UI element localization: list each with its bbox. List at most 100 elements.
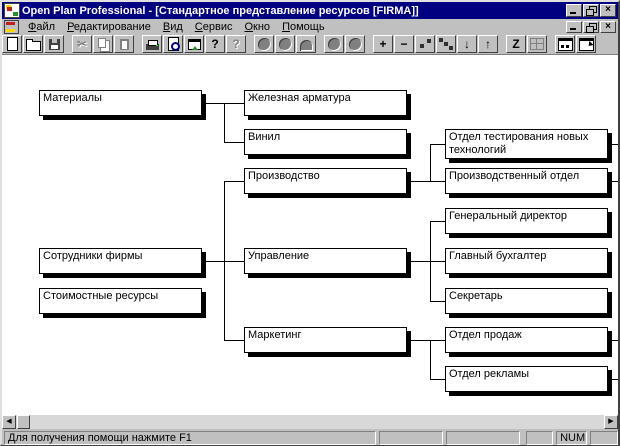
menu-help[interactable]: Помощь bbox=[282, 20, 325, 33]
circle-node-icon bbox=[257, 37, 271, 51]
tile-window-button[interactable] bbox=[555, 35, 575, 53]
move-down-button[interactable]: ↓ bbox=[457, 35, 477, 53]
copy-button bbox=[93, 35, 113, 53]
close-button[interactable]: × bbox=[600, 4, 616, 17]
status-panel bbox=[526, 431, 554, 445]
node-marketing[interactable]: Маркетинг bbox=[244, 327, 407, 353]
node-vinyl[interactable]: Винил bbox=[244, 129, 407, 155]
minimize-button[interactable] bbox=[566, 4, 582, 17]
node-general-director[interactable]: Генеральный директор bbox=[445, 208, 608, 234]
open-button[interactable] bbox=[23, 35, 43, 53]
connector-line bbox=[430, 144, 445, 145]
circle-node-button bbox=[254, 35, 274, 53]
link-button[interactable] bbox=[415, 35, 435, 53]
status-message: Для получения помощи нажмите F1 bbox=[4, 431, 377, 445]
cut-icon: ✂ bbox=[76, 37, 88, 51]
subwindow-icon bbox=[578, 37, 594, 51]
context-help-icon: ? bbox=[232, 37, 240, 51]
scroll-left-button[interactable]: ◀ bbox=[2, 415, 16, 429]
connector-line bbox=[430, 379, 445, 380]
connector-line bbox=[224, 340, 244, 341]
expand-button[interactable]: + bbox=[373, 35, 393, 53]
transfer-button[interactable] bbox=[184, 35, 204, 53]
app-icon bbox=[4, 3, 20, 18]
circle-button-1 bbox=[324, 35, 344, 53]
circle-icon bbox=[327, 37, 341, 51]
mdi-minimize-button[interactable] bbox=[566, 20, 582, 33]
toolbar: ✂ ? ? + − ↓ ↑ Z bbox=[2, 34, 618, 55]
node-company-employees[interactable]: Сотрудники фирмы bbox=[39, 248, 202, 274]
connector-stub bbox=[608, 379, 618, 380]
connector-line bbox=[430, 340, 431, 380]
menu-tools[interactable]: Сервис bbox=[194, 20, 233, 33]
resource-diagram: Материалы Сотрудники фирмы Стоимостные р… bbox=[2, 55, 618, 415]
connector-line bbox=[430, 221, 445, 222]
paste-icon bbox=[119, 38, 129, 50]
node-management[interactable]: Управление bbox=[244, 248, 407, 274]
node-new-tech-testing-dept[interactable]: Отдел тестирования новых технологий bbox=[445, 129, 608, 159]
menu-view[interactable]: Вид bbox=[162, 20, 183, 33]
subwindow-button[interactable] bbox=[576, 35, 596, 53]
status-panel bbox=[590, 431, 618, 445]
document-icon[interactable] bbox=[4, 19, 19, 34]
scroll-right-button[interactable]: ▶ bbox=[604, 415, 618, 429]
zoom-z-icon: Z bbox=[512, 37, 520, 51]
connector-line bbox=[430, 221, 431, 302]
mdi-close-button[interactable]: × bbox=[600, 20, 616, 33]
circle-button-2 bbox=[345, 35, 365, 53]
menu-window[interactable]: Окно bbox=[244, 20, 271, 33]
zoom-z-button[interactable]: Z bbox=[506, 35, 526, 53]
grid-button bbox=[527, 35, 547, 53]
print-button[interactable] bbox=[142, 35, 162, 53]
node-production-dept[interactable]: Производственный отдел bbox=[445, 168, 608, 194]
node-chief-accountant[interactable]: Главный бухгалтер bbox=[445, 248, 608, 274]
status-panel bbox=[379, 431, 444, 445]
connector-line bbox=[407, 261, 445, 262]
circle-query-button bbox=[275, 35, 295, 53]
node-cost-resources[interactable]: Стоимостные ресурсы bbox=[39, 288, 202, 314]
menu-edit[interactable]: Редактирование bbox=[67, 20, 151, 33]
connector-line bbox=[224, 142, 244, 143]
collapse-icon: − bbox=[400, 37, 408, 51]
context-help-button: ? bbox=[226, 35, 246, 53]
status-bar: Для получения помощи нажмите F1 NUM bbox=[2, 430, 618, 445]
move-down-icon: ↓ bbox=[464, 37, 470, 51]
connector-line bbox=[224, 103, 225, 143]
horizontal-scrollbar[interactable]: ◀ ▶ bbox=[2, 415, 618, 429]
status-panel bbox=[446, 431, 521, 445]
collapse-button[interactable]: − bbox=[394, 35, 414, 53]
step-button[interactable] bbox=[436, 35, 456, 53]
new-icon bbox=[6, 37, 18, 51]
arch-node-icon bbox=[299, 39, 313, 51]
print-preview-icon bbox=[167, 37, 180, 51]
scrollbar-thumb[interactable] bbox=[17, 415, 30, 429]
node-production[interactable]: Производство bbox=[244, 168, 407, 194]
move-up-button[interactable]: ↑ bbox=[478, 35, 498, 53]
help-icon: ? bbox=[211, 37, 219, 51]
new-button[interactable] bbox=[2, 35, 22, 53]
tile-window-icon bbox=[557, 37, 573, 51]
menu-bar: Файл Редактирование Вид Сервис Окно Помо… bbox=[2, 19, 618, 34]
connector-line bbox=[430, 301, 445, 302]
node-iron-fittings[interactable]: Железная арматура bbox=[244, 90, 407, 116]
print-preview-button[interactable] bbox=[163, 35, 183, 53]
help-button[interactable]: ? bbox=[205, 35, 225, 53]
connector-line bbox=[407, 340, 445, 341]
node-sales-dept[interactable]: Отдел продаж bbox=[445, 327, 608, 353]
node-advertising-dept[interactable]: Отдел рекламы bbox=[445, 366, 608, 392]
title-bar: Open Plan Professional - [Стандартное пр… bbox=[2, 2, 618, 19]
save-button[interactable] bbox=[44, 35, 64, 53]
connector-line bbox=[202, 261, 244, 262]
node-secretary[interactable]: Секретарь bbox=[445, 288, 608, 314]
node-materials[interactable]: Материалы bbox=[39, 90, 202, 116]
print-icon bbox=[145, 40, 159, 50]
circle-query-icon bbox=[278, 37, 292, 51]
mdi-restore-button[interactable] bbox=[583, 20, 599, 33]
arch-node-button bbox=[296, 35, 316, 53]
connector-line bbox=[430, 144, 431, 182]
menu-file[interactable]: Файл bbox=[28, 20, 56, 33]
restore-button[interactable] bbox=[583, 4, 599, 17]
cut-button: ✂ bbox=[72, 35, 92, 53]
open-icon bbox=[25, 38, 41, 51]
